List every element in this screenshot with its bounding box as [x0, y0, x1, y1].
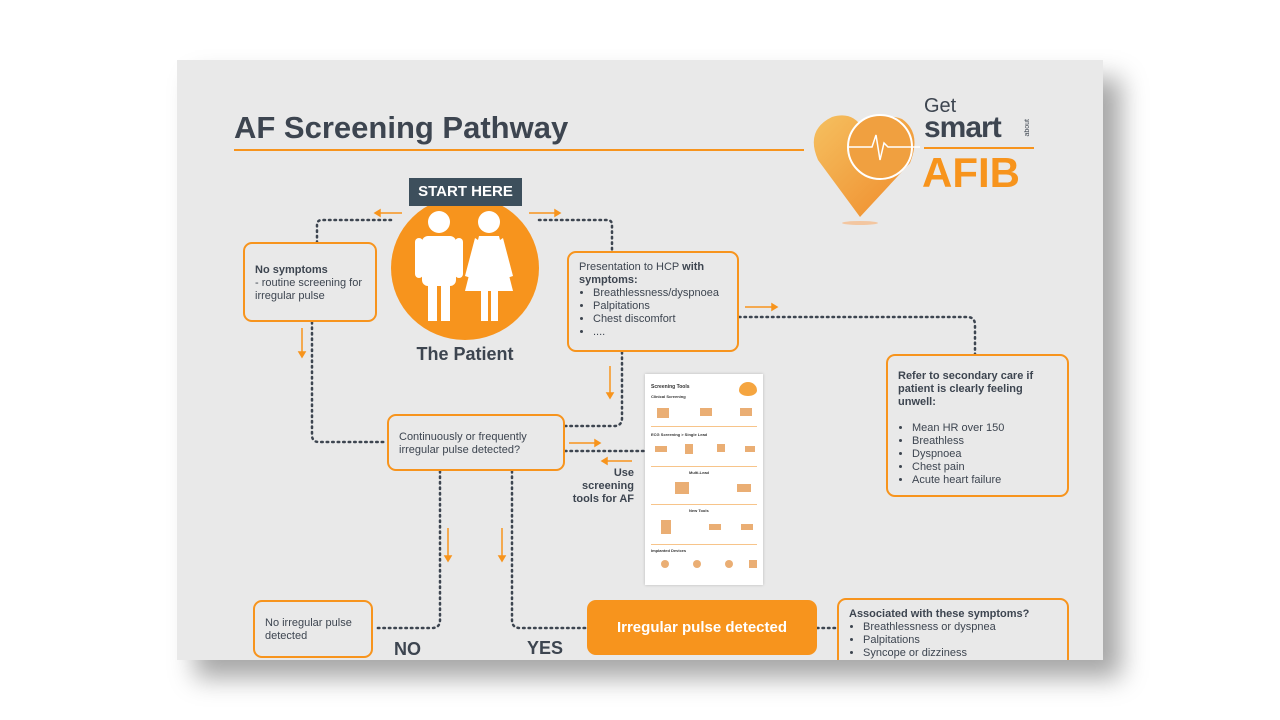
associated-symptoms-box: Associated with these symptoms? Breathle… [837, 598, 1069, 660]
no-irregular-pulse-box: No irregular pulse detected [253, 600, 373, 658]
list-item: Syncope or dizziness [863, 647, 1057, 660]
list-item: Chest discomfort [593, 313, 727, 326]
mini-logo-icon [739, 382, 757, 396]
man-woman-icon [415, 211, 513, 321]
continuous-irregular-box: Continuously or frequently irregular pul… [387, 414, 565, 471]
list-item: Chest pain [912, 461, 1057, 474]
patient-circle [391, 196, 539, 340]
list-item: Breathless [912, 435, 1057, 448]
list-item: Palpitations [593, 300, 727, 313]
presentation-box: Presentation to HCP with symptoms: Breat… [567, 251, 739, 352]
yes-label: YES [527, 638, 564, 658]
list-item: .... [593, 326, 727, 339]
patient-label: The Patient [416, 344, 514, 364]
connector-lines [297, 208, 977, 630]
pathway-sheet: AF Screening Pathway Get smart about AFI… [177, 60, 1103, 660]
screening-tools-thumbnail[interactable]: Screening Tools Clinical Screening ECG S… [645, 374, 763, 585]
heart-icon [813, 114, 920, 225]
device-illustrations [655, 408, 757, 568]
page-title: AF Screening Pathway [234, 110, 569, 145]
no-symptoms-box: No symptoms - routine screening for irre… [243, 242, 377, 322]
list-item: Palpitations [863, 634, 1057, 647]
list-item: Dyspnoea [912, 448, 1057, 461]
list-item: Breathlessness or dyspnea [863, 621, 1057, 634]
secondary-care-box: Refer to secondary care if patient is cl… [886, 354, 1069, 497]
title-rule [234, 149, 804, 151]
list-item: Acute heart failure [912, 474, 1057, 487]
irregular-pulse-detected-box: Irregular pulse detected [587, 600, 817, 655]
list-item: Breathlessness/dyspnoea [593, 287, 727, 300]
list-item: Mean HR over 150 [912, 422, 1057, 435]
start-here-label: START HERE [409, 178, 522, 206]
get-smart-about-afib-logo: Get smart about AFIB [810, 95, 1050, 225]
no-label: NO [394, 639, 421, 659]
use-screening-tools-label: Use screening tools for AF [572, 467, 634, 505]
